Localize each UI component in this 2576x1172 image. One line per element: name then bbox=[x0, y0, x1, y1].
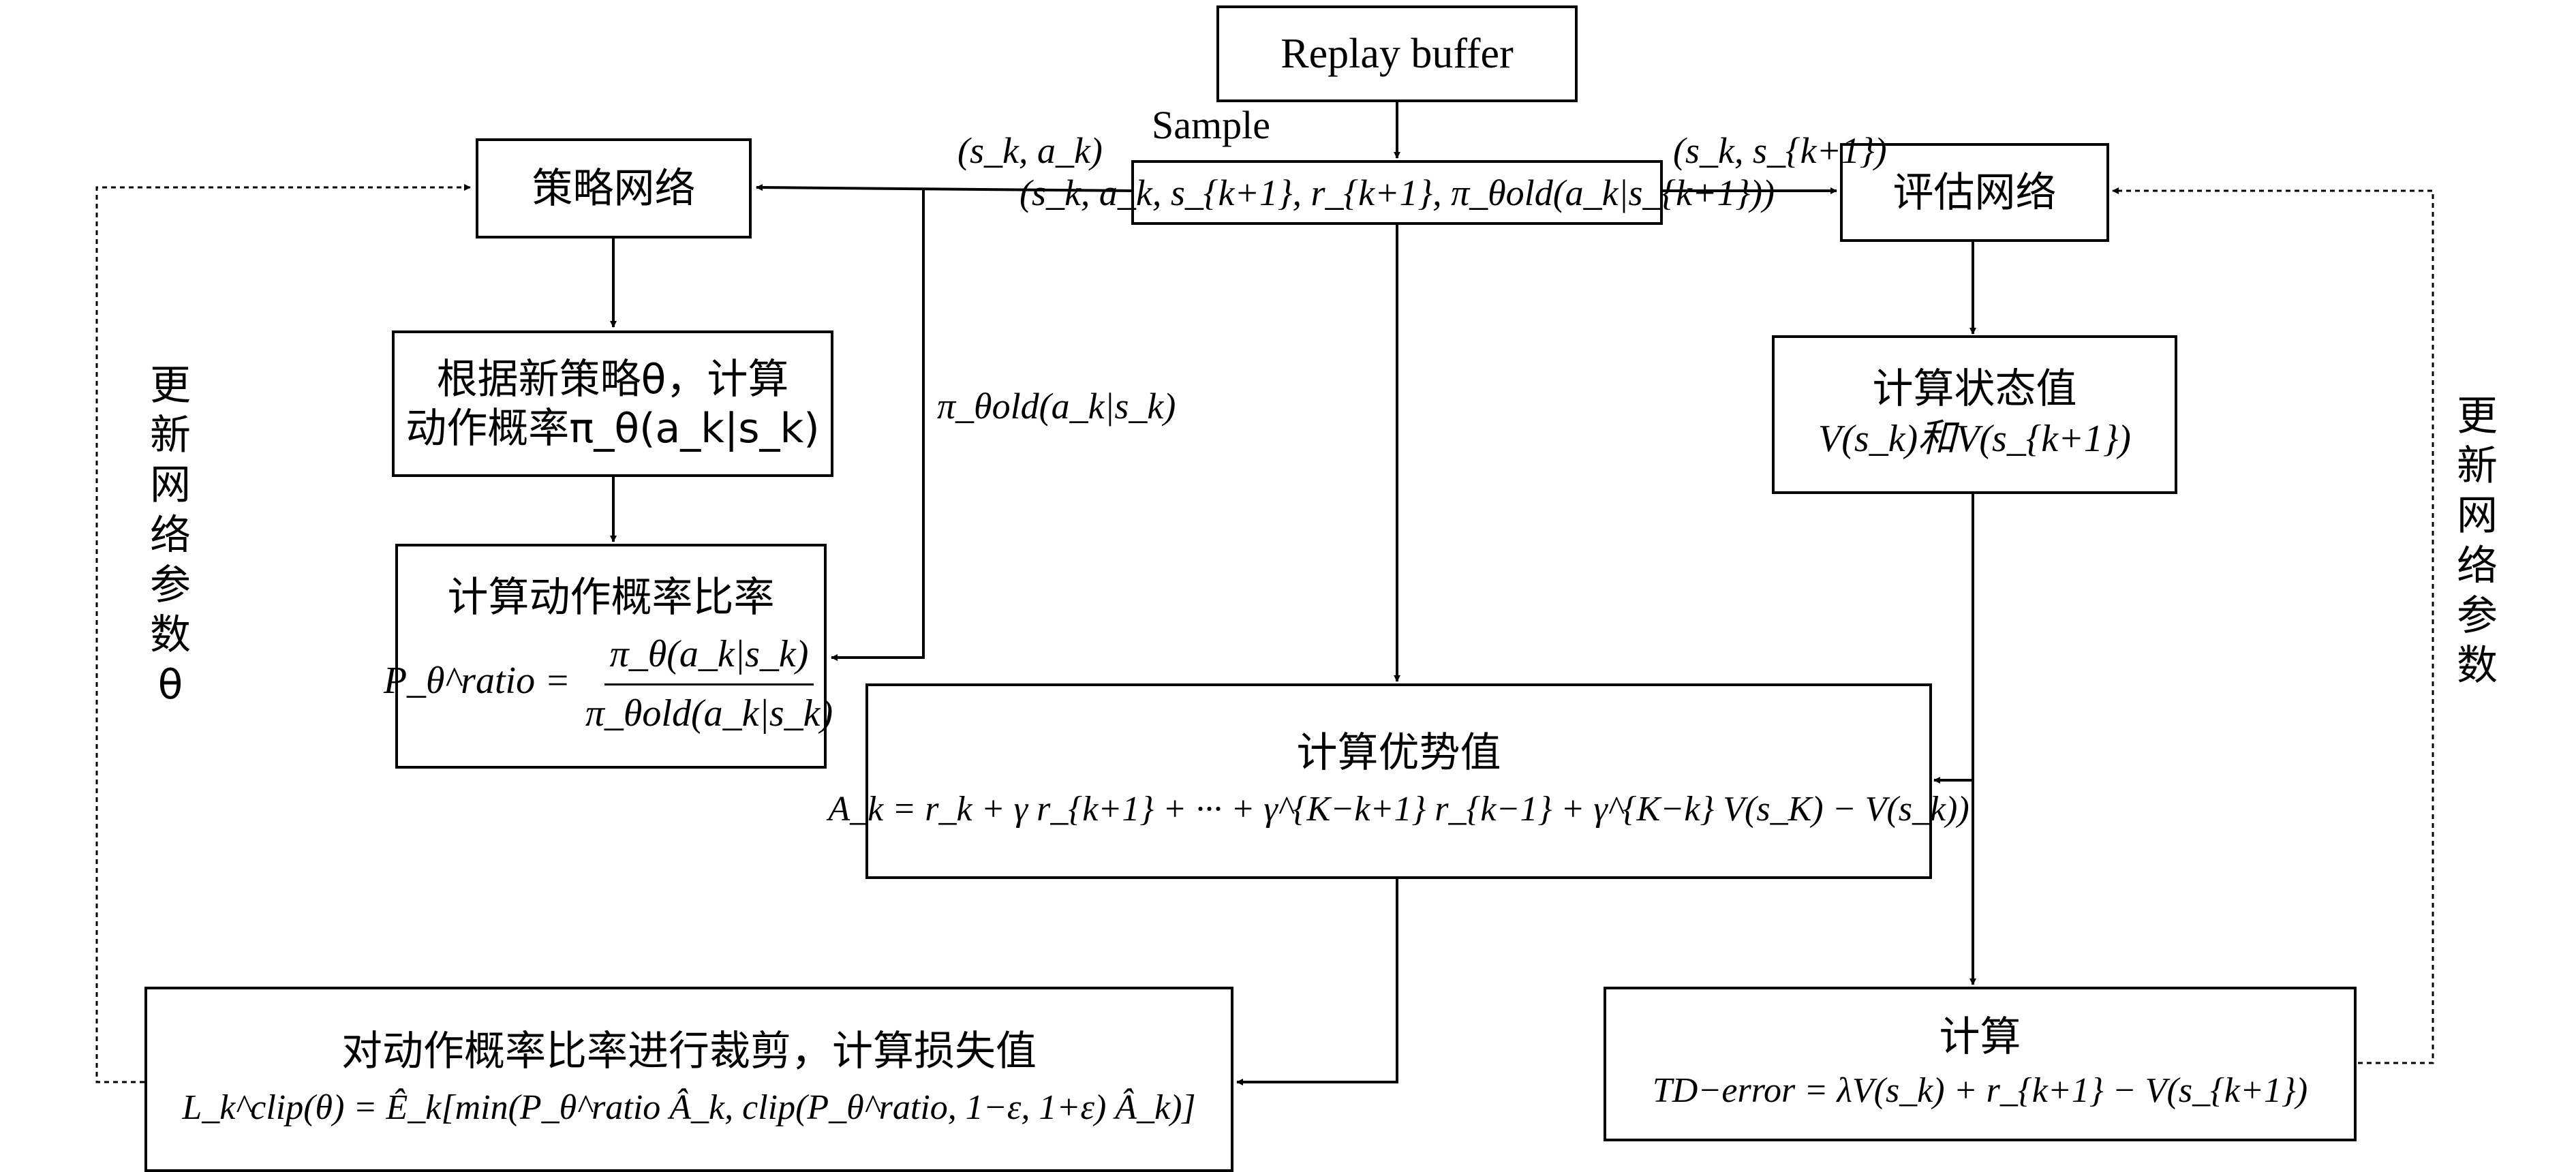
update-params-right: 更新网络参数 bbox=[2447, 341, 2508, 692]
state-value-expr: V(s_k)和V(s_{k+1}) bbox=[1818, 417, 2131, 460]
ratio-box: 计算动作概率比率 P_θ^ratio = π_θ(a_k|s_k) π_θold… bbox=[384, 544, 833, 769]
value-network-label: 评估网络 bbox=[1892, 168, 2057, 217]
ratio-formula: P_θ^ratio = π_θ(a_k|s_k) π_θold(a_k|s_k) bbox=[384, 629, 838, 739]
arrow-sample-to-policy bbox=[756, 184, 1132, 192]
ratio-title: 计算动作概率比率 bbox=[447, 573, 775, 621]
td-error-title: 计算 bbox=[1939, 1013, 2021, 1062]
edge-label-pi-old: π_θold(a_k|s_k) bbox=[937, 386, 1176, 427]
ratio-denominator: π_θold(a_k|s_k) bbox=[585, 692, 833, 735]
replay-buffer-label: Replay buffer bbox=[1281, 30, 1514, 77]
new-prob-box: 根据新策略θ，计算 动作概率π_θ(a_k|s_k) bbox=[392, 330, 833, 477]
new-prob-title: 根据新策略θ，计算 bbox=[436, 355, 789, 403]
loss-expr: L_k^clip(θ) = Ê_k[min(P_θ^ratio Â_k, cli… bbox=[182, 1088, 1196, 1127]
state-value-box: 计算状态值 V(s_k)和V(s_{k+1}) bbox=[1772, 335, 2177, 494]
loss-title: 对动作概率比率进行裁剪，计算损失值 bbox=[341, 1027, 1037, 1075]
advantage-expr: A_k = r_k + γ r_{k+1} + ··· + γ^{K−k+1} … bbox=[828, 790, 1969, 829]
dashed-loop-right bbox=[2112, 187, 2434, 1064]
policy-network-box: 策略网络 bbox=[476, 138, 752, 238]
update-params-left: 更新网络参数θ bbox=[140, 310, 201, 711]
update-params-right-text: 更新网络参数 bbox=[2457, 392, 2498, 690]
ratio-fraction: π_θ(a_k|s_k) π_θold(a_k|s_k) bbox=[580, 629, 838, 739]
edge-label-to-value: (s_k, s_{k+1}) bbox=[1673, 130, 1887, 171]
ratio-numerator: π_θ(a_k|s_k) bbox=[604, 629, 814, 685]
policy-network-label: 策略网络 bbox=[532, 164, 696, 213]
advantage-title: 计算优势值 bbox=[1296, 729, 1501, 777]
update-params-left-text: 更新网络参数θ bbox=[150, 362, 191, 709]
replay-buffer-box: Replay buffer bbox=[1216, 5, 1578, 102]
arrow-advantage-to-loss bbox=[1236, 879, 1398, 1085]
sample-label: Sample bbox=[1152, 103, 1270, 147]
sample-tuple-text: (s_k, a_k, s_{k+1}, r_{k+1}, π_θold(a_k|… bbox=[1019, 172, 1775, 213]
td-error-expr: TD−error = λV(s_k) + r_{k+1} − V(s_{k+1}… bbox=[1652, 1071, 2308, 1111]
dashed-loop-left bbox=[95, 184, 471, 1083]
td-error-box: 计算 TD−error = λV(s_k) + r_{k+1} − V(s_{k… bbox=[1604, 987, 2357, 1141]
new-prob-expr: 动作概率π_θ(a_k|s_k) bbox=[405, 404, 820, 452]
ratio-lhs: P_θ^ratio = bbox=[383, 659, 570, 702]
state-value-title: 计算状态值 bbox=[1872, 365, 2077, 413]
sample-tuple-box: (s_k, a_k, s_{k+1}, r_{k+1}, π_θold(a_k|… bbox=[1019, 160, 1775, 225]
edge-label-to-policy: (s_k, a_k) bbox=[957, 130, 1103, 171]
arrow-piold-to-ratio bbox=[831, 189, 925, 661]
loss-box: 对动作概率比率进行裁剪，计算损失值 L_k^clip(θ) = Ê_k[min(… bbox=[144, 987, 1233, 1172]
advantage-box: 计算优势值 A_k = r_k + γ r_{k+1} + ··· + γ^{K… bbox=[828, 683, 1969, 879]
value-network-box: 评估网络 bbox=[1840, 143, 2109, 242]
